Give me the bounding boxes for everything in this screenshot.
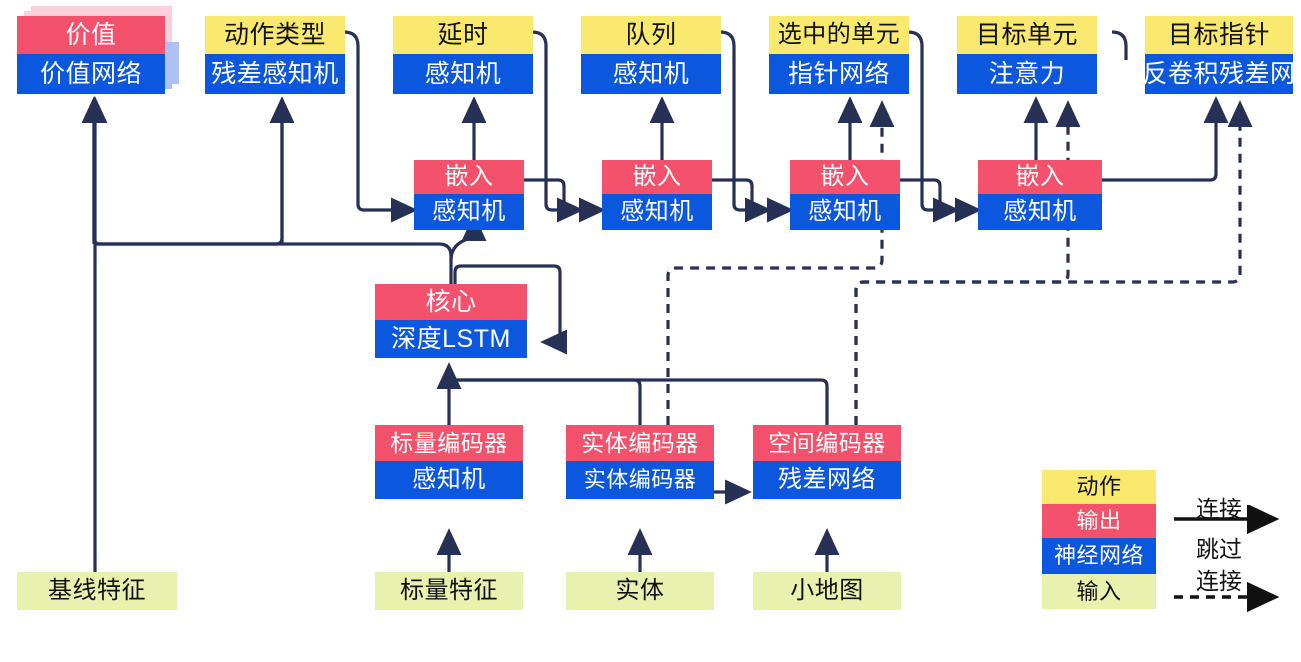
node-queue[interactable]: 队列 感知机 [581,16,721,94]
node-entity-encoder-bottom: 实体编码器 [566,461,714,499]
node-delay-top: 延时 [393,16,533,54]
node-embed-4[interactable]: 嵌入 感知机 [978,160,1102,230]
node-action-type-bottom: 残差感知机 [205,54,345,94]
node-target-unit[interactable]: 目标单元 注意力 [957,16,1097,94]
node-selected-units-bottom: 指针网络 [769,54,909,94]
node-value-bottom: 价值网络 [17,54,165,94]
node-embed-2[interactable]: 嵌入 感知机 [602,160,712,230]
wire-leftbus-to-actiontype-seg [94,100,284,246]
node-action-type[interactable]: 动作类型 残差感知机 [205,16,345,94]
wire-entityenc-to-bus [447,366,642,425]
node-input-scalar-features[interactable]: 标量特征 [375,572,523,610]
node-scalar-encoder[interactable]: 标量编码器 感知机 [375,425,523,499]
node-selected-units-top: 选中的单元 [769,16,909,54]
node-input-baseline-features[interactable]: 基线特征 [17,572,177,610]
legend-arrow-samples [1174,505,1280,613]
legend-skip-label-line2: 连接 [1196,568,1242,594]
node-target-unit-top: 目标单元 [957,16,1097,54]
node-scalar-encoder-top: 标量编码器 [375,425,523,461]
node-input-entities[interactable]: 实体 [566,572,714,610]
node-queue-bottom: 感知机 [581,54,721,94]
node-value[interactable]: 价值 价值网络 [17,16,165,94]
node-embed-3[interactable]: 嵌入 感知机 [790,160,900,230]
node-delay-bottom: 感知机 [393,54,533,94]
wire-embed2-to-embed3 [712,178,772,223]
node-entity-encoder-top: 实体编码器 [566,425,714,461]
wire-delay-to-embed2 [531,30,606,223]
legend-skip-label-line1: 跳过 [1196,536,1242,562]
wire-selectedunits-to-embed4 [907,30,982,223]
wire-spatialenc-to-bus [447,366,829,425]
wire-embed4-to-targetpoint [1102,96,1229,182]
node-embed-4-top: 嵌入 [978,160,1102,194]
node-embed-2-top: 嵌入 [602,160,712,194]
legend-swatch-action: 动作 [1042,470,1156,504]
node-spatial-encoder-top: 空间编码器 [753,425,901,461]
node-embed-1[interactable]: 嵌入 感知机 [414,160,524,230]
legend-swatch-input: 输入 [1042,574,1156,609]
node-embed-2-bottom: 感知机 [602,194,712,230]
node-target-point-top: 目标指针 [1145,16,1293,54]
node-delay[interactable]: 延时 感知机 [393,16,533,94]
node-action-type-top: 动作类型 [205,16,345,54]
node-embed-1-top: 嵌入 [414,160,524,194]
node-entity-encoder[interactable]: 实体编码器 实体编码器 [566,425,714,499]
wire-embed3-to-embed4 [900,178,960,223]
node-selected-units[interactable]: 选中的单元 指针网络 [769,16,909,94]
wire-actiontype-to-embed1 [343,30,418,223]
legend-swatches: 动作 输出 神经网络 输入 [1042,470,1156,609]
node-value-top: 价值 [17,16,165,54]
wire-queue-to-embed3 [719,30,794,223]
node-core-top: 核心 [375,284,527,320]
wire-targetunit-stub [1111,30,1128,60]
node-target-point-bottom: 反卷积残差网 [1143,54,1295,94]
legend-swatch-network: 神经网络 [1042,538,1156,574]
skip-spatialenc-to-targetpoint [854,100,1253,425]
node-spatial-encoder-bottom: 残差网络 [753,461,901,499]
wire-core-self-loop [453,264,568,355]
wire-core-to-left-bus [92,100,453,257]
wire-embed1-to-embed2 [524,178,584,223]
node-spatial-encoder[interactable]: 空间编码器 残差网络 [753,425,901,499]
node-embed-1-bottom: 感知机 [414,194,524,230]
node-target-point[interactable]: 目标指针 反卷积残差网 [1143,16,1295,94]
node-core-bottom: 深度LSTM [375,320,527,358]
node-embed-3-bottom: 感知机 [790,194,900,230]
node-target-unit-bottom: 注意力 [957,54,1097,94]
legend-swatch-output: 输出 [1042,504,1156,538]
node-queue-top: 队列 [581,16,721,54]
node-embed-3-top: 嵌入 [790,160,900,194]
node-scalar-encoder-bottom: 感知机 [375,461,523,499]
node-core[interactable]: 核心 深度LSTM [375,284,527,358]
node-input-minimap[interactable]: 小地图 [753,572,901,610]
skip-entityenc-to-selectedunits [666,100,895,425]
node-embed-4-bottom: 感知机 [978,194,1102,230]
